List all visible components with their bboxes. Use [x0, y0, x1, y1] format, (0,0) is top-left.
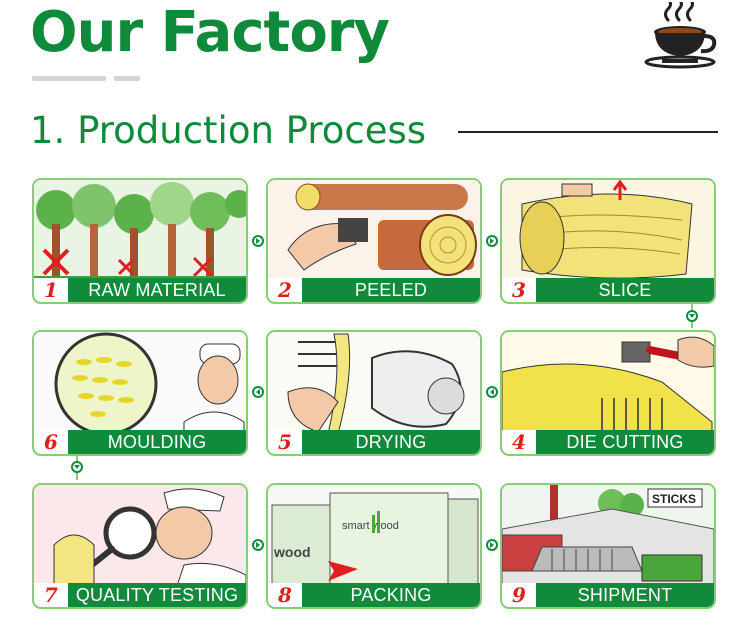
step-name: PACKING [350, 585, 432, 605]
forest-illustration [34, 180, 246, 284]
log-peeling-illustration [268, 180, 480, 284]
step-name: DIE CUTTING [566, 432, 684, 452]
step-card-shipment: STICKS 9 SHIPMENT [500, 483, 716, 609]
step-number: 9 [502, 583, 536, 607]
step-name: SHIPMENT [577, 585, 673, 605]
section-rule [458, 131, 718, 133]
step-label-bar: 3 SLICE [502, 278, 714, 302]
hair-dryer-illustration [268, 332, 480, 436]
title-underline-long [32, 76, 106, 81]
veneer-slice-illustration [502, 180, 714, 284]
page-title: Our Factory [30, 0, 390, 65]
moulding-inspection-illustration [34, 332, 246, 436]
magnifier-inspection-illustration [34, 485, 246, 589]
step-number: 4 [502, 430, 536, 454]
step-number: 3 [502, 278, 536, 302]
step-label-bar: 2 PEELED [268, 278, 480, 302]
step-name: SLICE [598, 280, 652, 300]
factory-sign-text: STICKS [652, 492, 696, 506]
step-card-packing: wood smart wood 8 PACKING [266, 483, 482, 609]
box-side-text: wood [273, 544, 311, 560]
chevron-down-icon [686, 310, 698, 322]
box-brand-text: smart wood [342, 520, 399, 532]
step-label-bar: 6 MOULDING [34, 430, 246, 454]
step-name: MOULDING [107, 432, 207, 452]
step-card-moulding: 6 MOULDING [32, 330, 248, 456]
step-name: DRYING [355, 432, 427, 452]
packing-boxes-illustration: wood smart wood [268, 485, 480, 589]
chevron-down-icon [71, 461, 83, 473]
die-cutting-illustration [502, 332, 714, 436]
step-label-bar: 7 QUALITY TESTING [34, 583, 246, 607]
coffee-cup-icon [644, 2, 717, 69]
step-number: 8 [268, 583, 302, 607]
step-number: 7 [34, 583, 68, 607]
step-number: 5 [268, 430, 302, 454]
step-label-bar: 5 DRYING [268, 430, 480, 454]
section-title: 1. Production Process [30, 109, 427, 152]
step-card-raw-material: 1 RAW MATERIAL [32, 178, 248, 304]
step-name: QUALITY TESTING [75, 585, 239, 605]
step-number: 1 [34, 278, 68, 302]
step-card-drying: 5 DRYING [266, 330, 482, 456]
step-number: 2 [268, 278, 302, 302]
step-card-peeled: 2 PEELED [266, 178, 482, 304]
step-label-bar: 8 PACKING [268, 583, 480, 607]
chevron-left-icon [486, 386, 498, 398]
step-label-bar: 9 SHIPMENT [502, 583, 714, 607]
chevron-right-icon [486, 539, 498, 551]
factory-illustration: STICKS [502, 485, 714, 589]
step-label-bar: 1 RAW MATERIAL [34, 278, 246, 302]
step-number: 6 [34, 430, 68, 454]
chevron-right-icon [486, 235, 498, 247]
step-card-quality-testing: 7 QUALITY TESTING [32, 483, 248, 609]
step-card-slice: 3 SLICE [500, 178, 716, 304]
step-name: RAW MATERIAL [88, 280, 226, 300]
step-label-bar: 4 DIE CUTTING [502, 430, 714, 454]
chevron-right-icon [252, 235, 264, 247]
chevron-left-icon [252, 386, 264, 398]
title-underline-short [114, 76, 140, 81]
step-name: PEELED [354, 280, 428, 300]
step-card-die-cutting: 4 DIE CUTTING [500, 330, 716, 456]
chevron-right-icon [252, 539, 264, 551]
